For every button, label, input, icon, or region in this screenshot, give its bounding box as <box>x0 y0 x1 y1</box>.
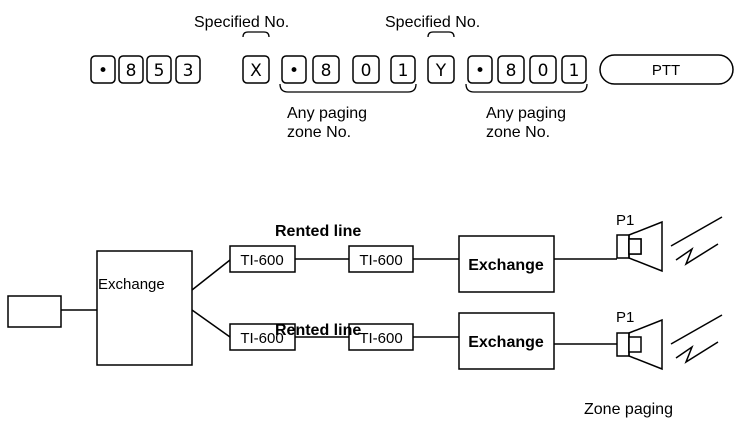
any-paging-label-2: Any paging <box>486 105 566 122</box>
svg-text:3: 3 <box>183 61 194 81</box>
key-3: 3 <box>175 55 201 84</box>
top-exchange-box <box>458 235 555 293</box>
key-8: 8 <box>312 55 340 84</box>
specified-no-label-2: Specified No. <box>385 14 480 31</box>
bottom-exchange-box <box>458 312 555 370</box>
zone-no-label-2: zone No. <box>486 124 550 141</box>
sound-wave-icon <box>670 216 723 266</box>
svg-text:0: 0 <box>361 61 372 81</box>
svg-text:X: X <box>250 61 262 81</box>
zone-bracket-2 <box>465 83 588 93</box>
zone-no-label-1: zone No. <box>287 124 351 141</box>
key-1: 1 <box>390 55 416 84</box>
zone-paging-caption: Zone paging <box>584 401 673 418</box>
ti600-label: TI-600 <box>359 330 402 347</box>
key-sequence: • 8 5 3 X • 8 0 <box>90 54 734 85</box>
svg-text:•: • <box>98 61 108 81</box>
sound-wave-icon <box>670 314 723 364</box>
svg-text:•: • <box>475 61 485 81</box>
link-line <box>191 309 231 338</box>
bottom-exchange-label: Exchange <box>468 334 544 351</box>
any-paging-label-1: Any paging <box>287 105 367 122</box>
zone-bracket-1 <box>279 83 417 93</box>
svg-text:8: 8 <box>506 61 517 81</box>
key-8: 8 <box>497 55 525 84</box>
specified-bracket-1 <box>242 31 270 38</box>
rented-line-label-top: Rented line <box>275 223 361 240</box>
ti600-box <box>229 323 296 351</box>
key-8: 8 <box>118 55 144 84</box>
ti600-label: TI-600 <box>240 252 283 269</box>
key-0: 0 <box>352 55 380 84</box>
ptt-button: PTT <box>599 54 734 85</box>
ti600-label: TI-600 <box>359 252 402 269</box>
key-y: Y <box>427 55 455 84</box>
ti600-label: TI-600 <box>240 330 283 347</box>
main-exchange-label: Exchange <box>98 276 165 293</box>
speaker-icon <box>616 318 663 371</box>
key-1: 1 <box>561 55 587 84</box>
main-exchange-box <box>96 250 193 366</box>
svg-text:8: 8 <box>321 61 332 81</box>
svg-text:PTT: PTT <box>652 62 680 79</box>
svg-text:Y: Y <box>435 61 447 81</box>
network-diagram <box>7 216 723 371</box>
key-x: X <box>242 55 270 84</box>
speaker-label-top: P1 <box>616 212 634 229</box>
link-line <box>191 259 231 291</box>
specified-bracket-2 <box>427 31 455 38</box>
speaker-icon <box>616 220 663 273</box>
speaker-label-bottom: P1 <box>616 309 634 326</box>
ti600-box <box>348 323 414 351</box>
svg-text:5: 5 <box>154 61 165 81</box>
specified-no-label-1: Specified No. <box>194 14 289 31</box>
svg-text:1: 1 <box>398 61 409 81</box>
key-dot: • <box>467 55 493 84</box>
top-exchange-label: Exchange <box>468 257 544 274</box>
svg-text:0: 0 <box>538 61 549 81</box>
key-dot: • <box>281 55 307 84</box>
rented-line-label-bottom: Rented line <box>275 322 361 339</box>
svg-text:1: 1 <box>569 61 580 81</box>
key-5: 5 <box>146 55 172 84</box>
svg-text:•: • <box>289 61 299 81</box>
key-0: 0 <box>529 55 557 84</box>
telephone-box <box>7 295 62 328</box>
svg-text:8: 8 <box>126 61 137 81</box>
key-dot: • <box>90 55 116 84</box>
